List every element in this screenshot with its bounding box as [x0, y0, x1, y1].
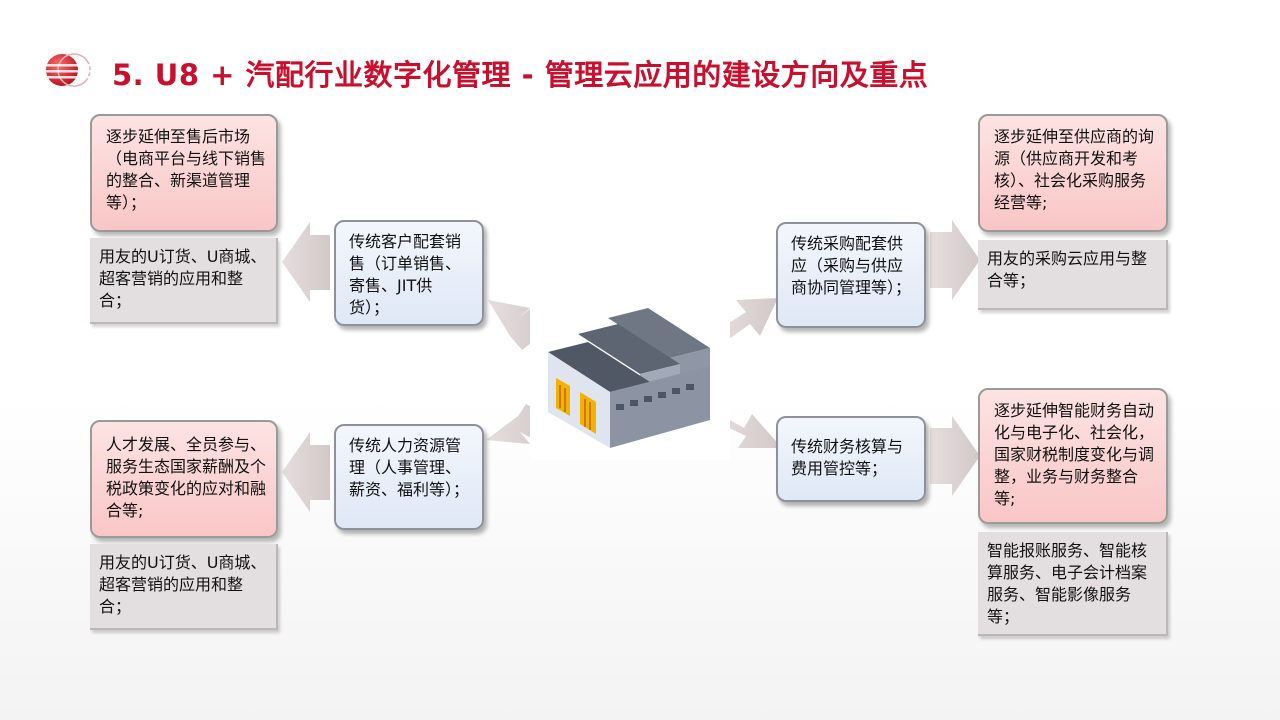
arrow-fin-to-ext: [930, 416, 980, 496]
sales-extension-text: 逐步延伸至售后市场（电商平台与线下销售的整合、新渠道管理等）；: [106, 127, 267, 212]
finance-extension-box: 逐步延伸智能财务自动化与电子化、社会化，国家财税制度变化与调整，业务与财务整合等…: [978, 388, 1168, 524]
finance-node: 传统财务核算与费用管控等；: [776, 416, 926, 502]
finance-extension-text: 逐步延伸智能财务自动化与电子化、社会化，国家财税制度变化与调整，业务与财务整合等…: [994, 401, 1155, 508]
factory-icon: [530, 300, 730, 460]
hr-application-box: 用友的U订货、U商城、超客营销的应用和整合；: [90, 544, 278, 630]
procurement-node: 传统采购配套供应（采购与供应商协同管理等）；: [776, 222, 926, 328]
page-title: 5. U8 + 汽配行业数字化管理 - 管理云应用的建设方向及重点: [112, 58, 929, 92]
sales-node-text: 传统客户配套销售（订单销售、寄售、JIT供货）；: [349, 232, 462, 317]
procurement-application-text: 用友的采购云应用与整合等；: [987, 249, 1148, 290]
hr-node-text: 传统人力资源管理（人事管理、薪资、福利等）；: [349, 436, 470, 499]
arrow-factory-to-procurement: [718, 298, 778, 344]
finance-node-text: 传统财务核算与费用管控等；: [791, 437, 904, 478]
arrow-hr-to-ext: [282, 432, 330, 512]
hr-extension-text: 人才发展、全员参与、服务生态国家薪酬及个税政策变化的应对和融合等;: [106, 435, 267, 520]
hr-node: 传统人力资源管理（人事管理、薪资、福利等）；: [334, 424, 484, 530]
hr-application-text: 用友的U订货、U商城、超客营销的应用和整合；: [99, 553, 267, 616]
procurement-application-box: 用友的采购云应用与整合等；: [978, 240, 1168, 310]
arrow-proc-to-ext: [930, 220, 980, 300]
sales-application-text: 用友的U订货、U商城、超客营销的应用和整合；: [99, 247, 267, 310]
arrow-factory-to-finance: [712, 410, 782, 448]
sales-extension-box: 逐步延伸至售后市场（电商平台与线下销售的整合、新渠道管理等）；: [90, 114, 278, 232]
arrow-sales-to-ext: [282, 222, 330, 302]
sales-node: 传统客户配套销售（订单销售、寄售、JIT供货）；: [334, 220, 484, 326]
finance-application-box: 智能报账服务、智能核算服务、电子会计档案服务、智能影像服务等；: [978, 532, 1168, 636]
procurement-extension-box: 逐步延伸至供应商的询源（供应商开发和考核）、社会化采购服务经营等;: [978, 114, 1168, 232]
finance-application-text: 智能报账服务、智能核算服务、电子会计档案服务、智能影像服务等；: [987, 541, 1148, 626]
procurement-extension-text: 逐步延伸至供应商的询源（供应商开发和考核）、社会化采购服务经营等;: [994, 127, 1155, 212]
red-sphere-logo-icon: [46, 53, 92, 87]
sales-application-box: 用友的U订货、U商城、超客营销的应用和整合；: [90, 238, 278, 324]
procurement-node-text: 传统采购配套供应（采购与供应商协同管理等）；: [791, 234, 912, 297]
hr-extension-box: 人才发展、全员参与、服务生态国家薪酬及个税政策变化的应对和融合等;: [90, 420, 278, 538]
